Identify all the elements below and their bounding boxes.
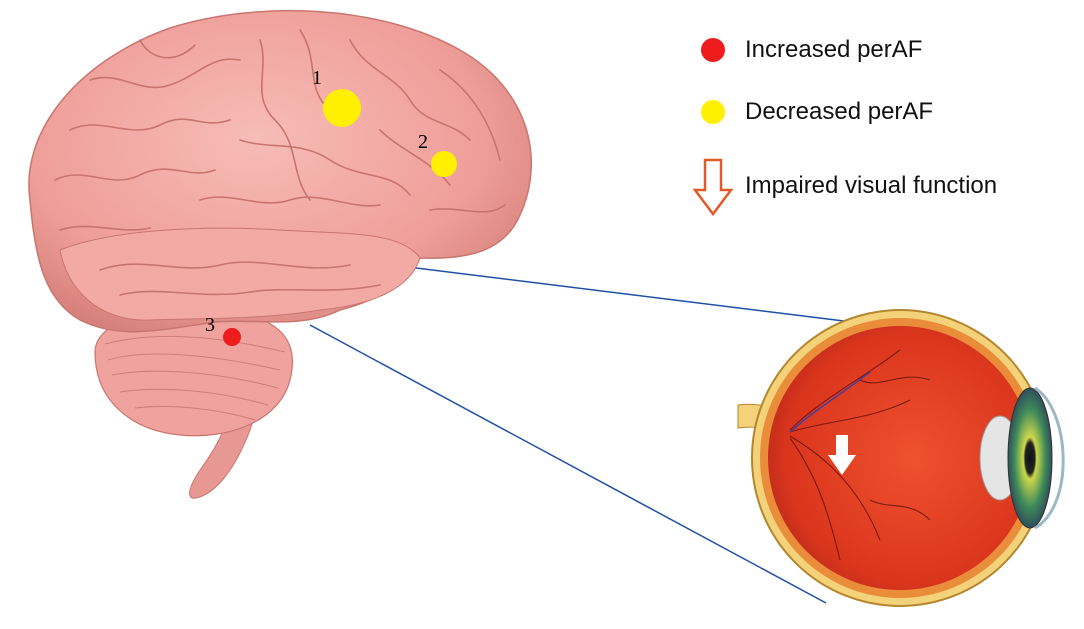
legend-yellow-dot-icon — [701, 100, 725, 124]
legend-item-increased: Increased perAF — [745, 36, 922, 64]
legend-label-decreased: Decreased perAF — [745, 98, 934, 125]
connector-line-upper — [407, 266, 853, 323]
connector-line-lower — [309, 324, 827, 604]
region-1-number: 1 — [312, 67, 322, 89]
iris — [1007, 387, 1053, 529]
cornea — [1034, 386, 1065, 530]
retinal-vessels — [789, 349, 931, 561]
cerebellum-folia — [104, 335, 286, 421]
eye-illustration — [737, 309, 1065, 607]
legend-red-dot-icon — [701, 38, 725, 62]
white-down-arrow-icon — [828, 435, 856, 475]
legend-label-impaired: Impaired visual function — [745, 172, 998, 199]
region-2-dot — [431, 151, 457, 177]
temporal-lobe — [59, 227, 421, 321]
region-2-number: 2 — [418, 131, 428, 153]
legend-down-arrow-outline-icon — [692, 158, 734, 217]
region-3-number: 3 — [205, 314, 215, 336]
region-1-dot — [323, 89, 361, 127]
legend-label-increased: Increased perAF — [745, 36, 923, 63]
legend-item-impaired: Impaired visual function — [745, 172, 997, 200]
eye-interior — [768, 326, 1032, 590]
region-3-dot — [223, 328, 241, 346]
legend-item-decreased: Decreased perAF — [745, 98, 933, 126]
brain-sulci — [54, 29, 506, 296]
